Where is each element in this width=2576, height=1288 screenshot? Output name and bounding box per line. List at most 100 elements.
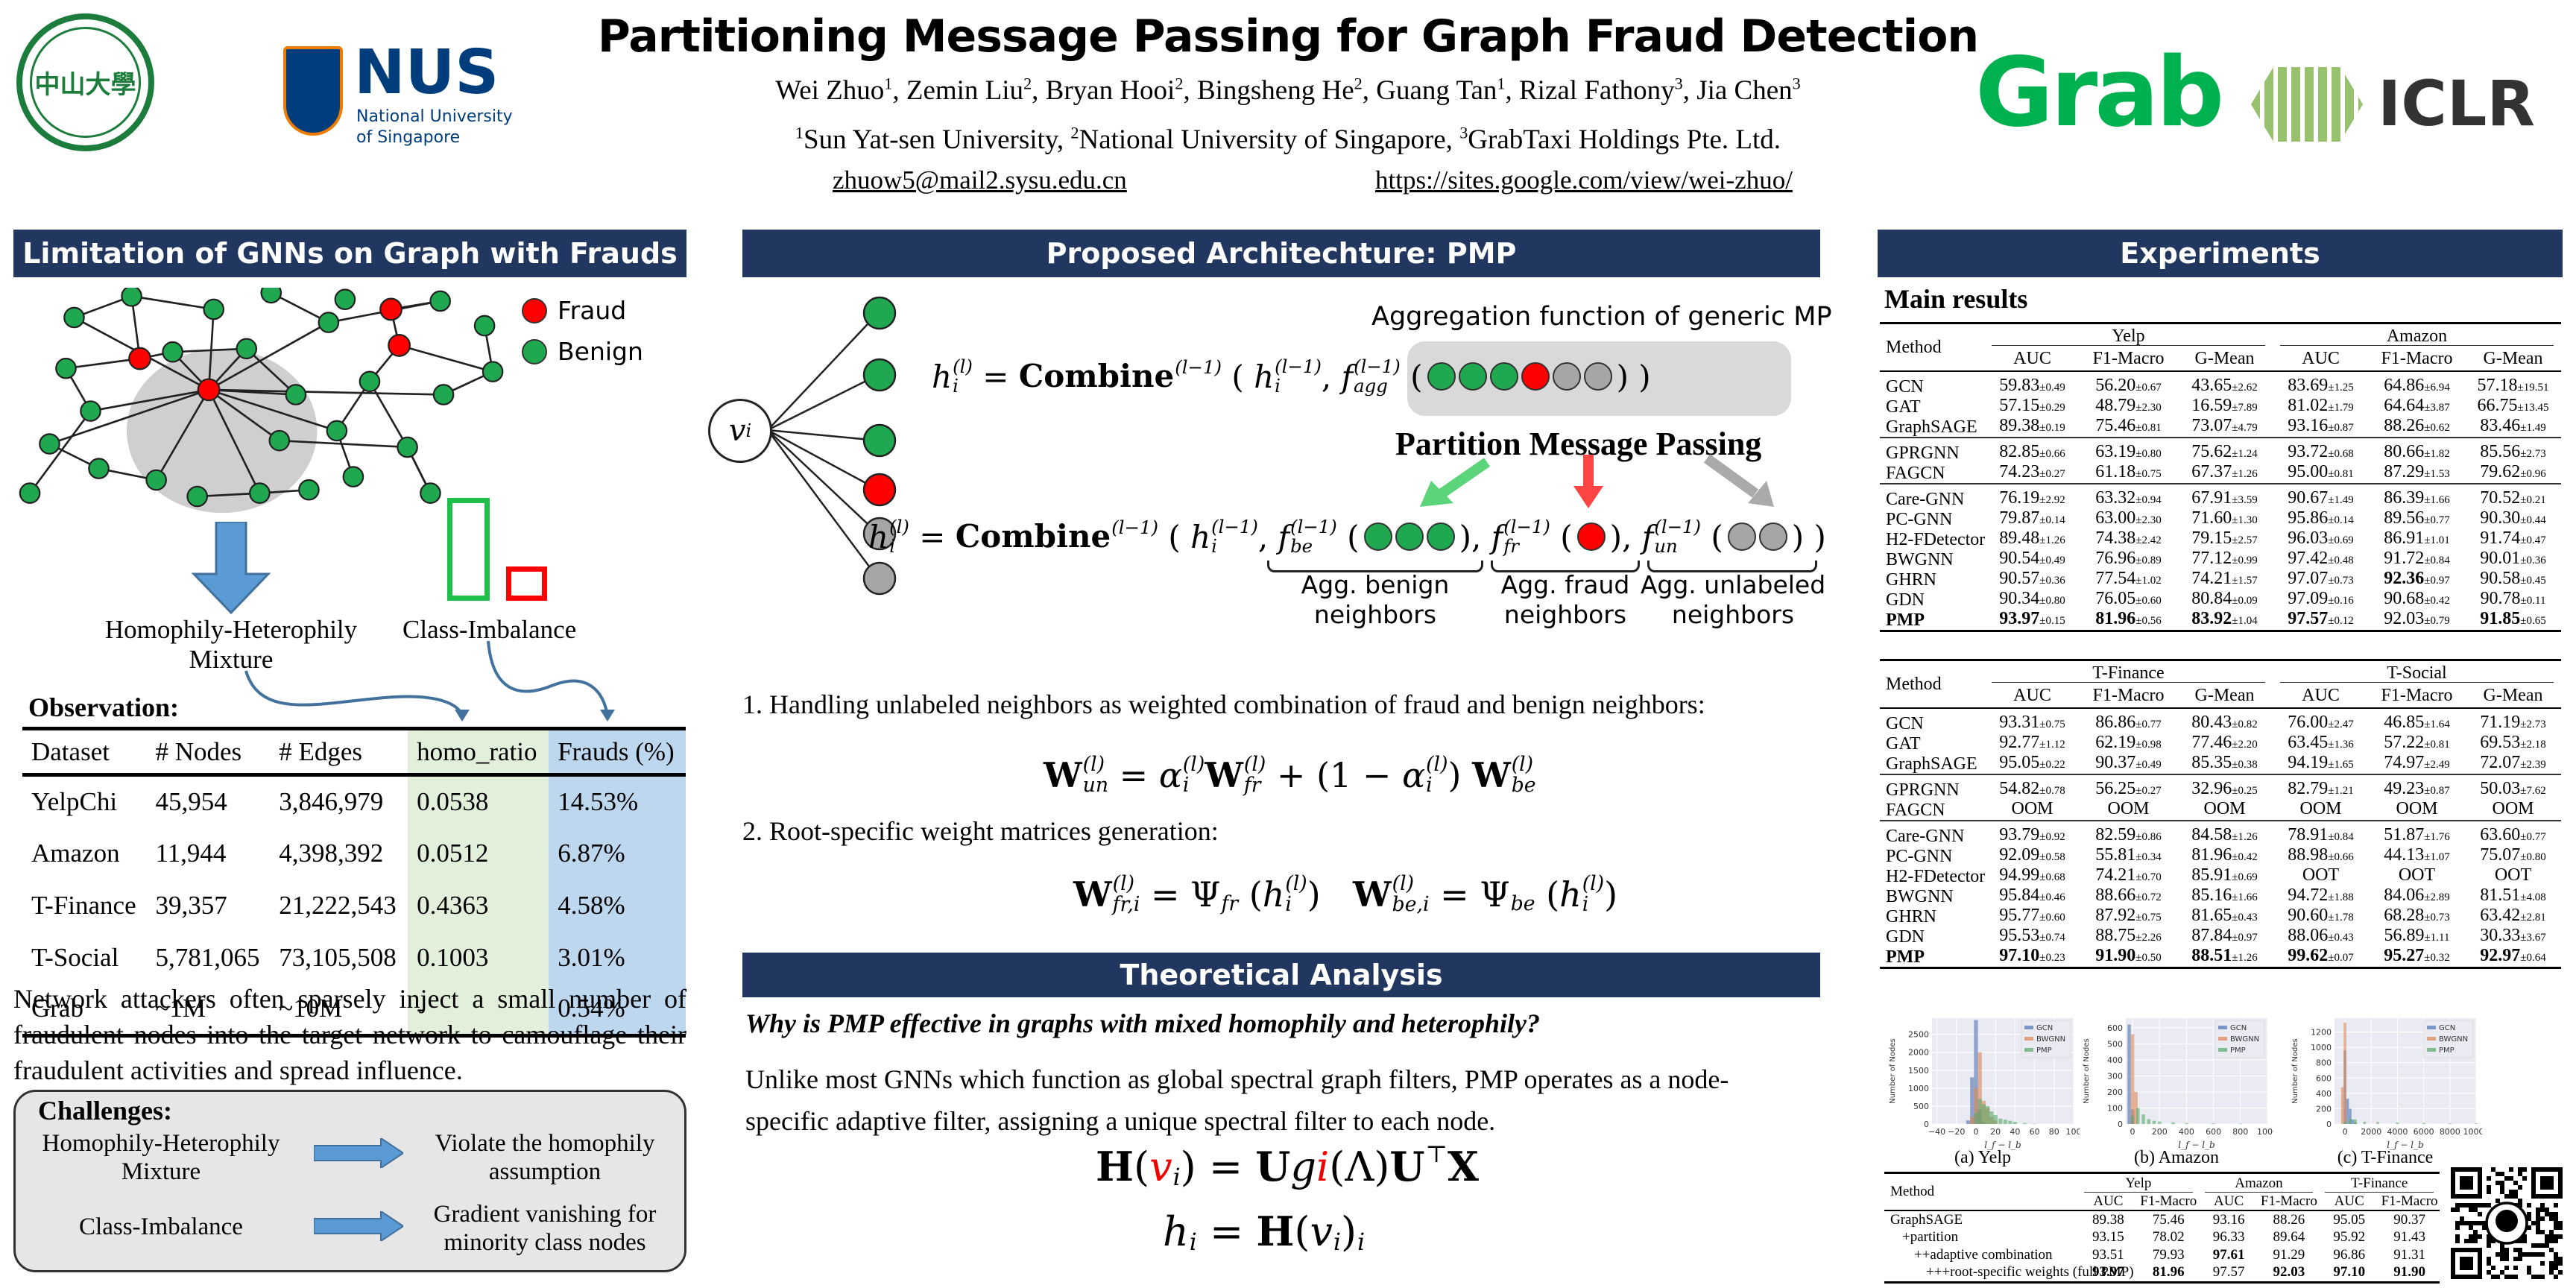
metric-std: ±0.87 — [2328, 422, 2354, 434]
nus-logo: NUS National University of Singapore — [283, 37, 552, 158]
metric-cell: 89.64 — [2273, 1229, 2305, 1245]
metric-cell: 91.85±0.65 — [2465, 610, 2561, 631]
equation-token: U⊤ — [1389, 1143, 1448, 1190]
metric-cell: 81.96±0.56 — [2080, 610, 2176, 631]
metric-std: ±0.45 — [2520, 575, 2546, 587]
equation-token: ) ) — [1617, 359, 1651, 395]
metric-cell: 50.03±7.62 — [2465, 774, 2561, 800]
metric-std: ±0.75 — [2135, 912, 2162, 924]
y-tick-label: 200 — [2316, 1104, 2332, 1114]
table-cell: 4.58% — [549, 879, 686, 932]
metric-value: 82.85 — [1999, 442, 2040, 461]
metric-std: ±1.24 — [2232, 448, 2258, 460]
metric-value: 77.46 — [2191, 733, 2232, 752]
metric-value: 90.54 — [1999, 549, 2040, 568]
metric-std: ±2.57 — [2232, 534, 2258, 546]
x-tick-label: −20 — [1948, 1127, 1965, 1137]
metric-value: 90.34 — [1999, 589, 2040, 608]
legend-swatch — [2218, 1037, 2227, 1041]
equation-token: ) = — [1181, 1143, 1256, 1190]
author-name: Wei Zhuo — [775, 75, 885, 106]
x-tick-label: 80 — [2049, 1127, 2059, 1137]
metric-value: 64.64 — [2384, 396, 2425, 415]
metric-value: 90.67 — [2288, 488, 2329, 508]
table-cell: 5,781,065 — [155, 942, 260, 972]
metric-std: ±0.09 — [2232, 595, 2258, 607]
metric-cell: 86.91±1.01 — [2369, 529, 2465, 549]
bar-bwgnn — [2134, 1091, 2138, 1124]
equation-superscript: (l) — [1112, 871, 1135, 895]
metric-cell: 92.97±0.64 — [2465, 947, 2561, 968]
y-tick-label: 1000 — [1908, 1084, 1929, 1093]
bar-pmp — [2136, 1108, 2140, 1124]
metric-cell: 71.19±2.73 — [2465, 708, 2561, 733]
metric-std: ±0.94 — [2135, 494, 2162, 506]
qr-code-icon[interactable] — [2451, 1167, 2563, 1279]
equation-token: W(l)fr,i — [1073, 871, 1140, 915]
metric-cell: 90.34±0.80 — [1984, 590, 2080, 610]
metric-cell: 97.10±0.23 — [1984, 947, 2080, 968]
metric-header: AUC — [2013, 348, 2051, 368]
metric-cell: 74.97±2.49 — [2369, 754, 2465, 774]
equation-token: h(l)i — [868, 517, 909, 555]
metric-std: ±0.73 — [2328, 575, 2354, 587]
benign-node — [342, 466, 364, 487]
equation-scripts: ⊤ — [1425, 1143, 1447, 1190]
metric-cell: 63.32±0.94 — [2080, 484, 2176, 509]
metric-cell: 88.75±2.26 — [2080, 926, 2176, 947]
metric-std: ±0.60 — [2039, 912, 2065, 924]
email-link[interactable]: zhuow5@mail2.sysu.edu.cn — [833, 165, 1127, 195]
equation-scripts: (l)i — [1285, 873, 1307, 915]
metric-std: ±0.70 — [2135, 871, 2162, 883]
metric-value: 73.07 — [2191, 416, 2232, 435]
metric-std: ±0.81 — [2135, 422, 2162, 434]
x-tick-label: 20 — [1990, 1127, 2001, 1137]
metric-cell: 57.22±0.81 — [2369, 733, 2465, 754]
bar-pmp — [2022, 1123, 2027, 1124]
metric-cell: 80.84±0.09 — [2176, 590, 2273, 610]
equation-symbol: ) — [1341, 1208, 1357, 1255]
legend-swatch — [2427, 1037, 2436, 1041]
metric-value: 94.99 — [1999, 865, 2040, 885]
equation-subscript: i — [1333, 1229, 1342, 1257]
benign-node — [397, 436, 418, 458]
equation-token: = — [973, 359, 1019, 395]
metric-std: ±1.26 — [2232, 952, 2258, 964]
metric-value: 83.69 — [2288, 376, 2329, 395]
metric-std: ±0.66 — [2328, 851, 2354, 863]
metric-cell: 92.36±0.97 — [2369, 569, 2465, 590]
unlabeled-neighbor-node — [862, 561, 897, 596]
equation-superscript: (l) — [1392, 871, 1415, 895]
table-cell: - — [408, 983, 549, 1036]
metric-std: ±7.62 — [2520, 785, 2546, 797]
metric-cell: 62.19±0.98 — [2080, 733, 2176, 754]
metric-std: ±2.20 — [2232, 739, 2258, 751]
metric-cell: OOM — [2176, 800, 2273, 821]
table-cell: 45,954 — [155, 786, 227, 816]
x-tick-label: 40 — [2010, 1127, 2020, 1137]
metric-std: ±0.60 — [2135, 595, 2162, 607]
metric-cell: 63.45±1.36 — [2273, 733, 2369, 754]
metric-value: OOM — [2011, 799, 2053, 818]
equation-superscript — [1511, 874, 1535, 894]
fraud-dot-icon — [1521, 362, 1550, 391]
metric-std: ±2.49 — [2424, 759, 2450, 771]
metric-cell: 46.85±1.64 — [2369, 708, 2465, 733]
author-name: Zemin Liu — [906, 75, 1024, 106]
metric-value: 16.59 — [2191, 396, 2232, 415]
website-link[interactable]: https://sites.google.com/view/wei-zhuo/ — [1375, 165, 1793, 195]
metric-cell: 82.59±0.86 — [2080, 821, 2176, 846]
equation-token: ) — [1307, 874, 1321, 915]
metric-std: ±1.79 — [2328, 402, 2354, 414]
metric-header: AUC — [2214, 1193, 2244, 1209]
challenges-title: Challenges: — [38, 1096, 172, 1126]
legend-benign-dot-icon — [522, 339, 547, 364]
metric-cell: 89.38±0.19 — [1984, 417, 2080, 438]
metric-value: 62.19 — [2095, 733, 2136, 752]
metric-value: 88.06 — [2288, 926, 2329, 945]
metric-value: 87.84 — [2191, 926, 2232, 945]
